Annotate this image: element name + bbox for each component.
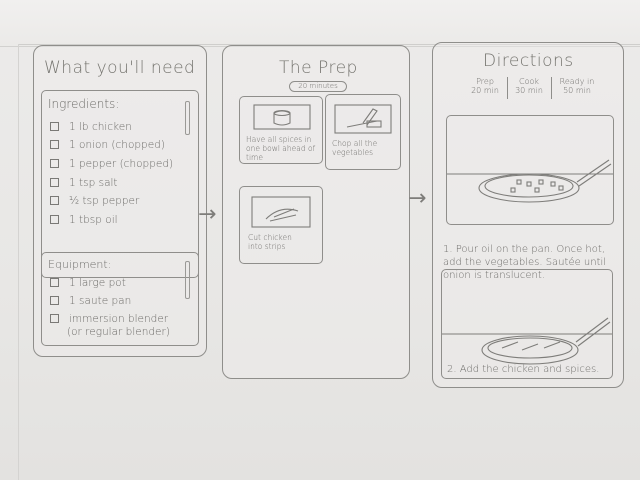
time-stats: Prep 20 min Cook 30 min Ready in 50 min: [467, 77, 617, 101]
checkbox[interactable]: [50, 214, 59, 224]
equipment-item[interactable]: 1 saute pan: [50, 295, 131, 307]
ingredient-item[interactable]: ½ tsp pepper: [50, 195, 139, 207]
checkbox[interactable]: [50, 121, 59, 131]
divider: [551, 77, 552, 99]
ingredients-card: Ingredients: 1 lb chicken 1 onion (chopp…: [41, 90, 199, 278]
screen-title: The Prep: [279, 58, 358, 78]
checkbox[interactable]: [50, 195, 59, 205]
screen-title: Directions: [483, 51, 574, 71]
prep-step-caption: Cut chicken into strips: [248, 233, 292, 251]
chicken-strips-icon: [251, 196, 311, 228]
ingredients-heading: Ingredients:: [48, 97, 120, 111]
equipment-scrollbar[interactable]: [185, 261, 190, 299]
paper-fold: [0, 0, 640, 47]
ingredient-item[interactable]: 1 tbsp oil: [50, 214, 118, 226]
prep-step-caption: Chop all the vegetables: [332, 139, 378, 157]
prep-step-caption: Have all spices in one bowl ahead of tim…: [246, 135, 316, 162]
direction-image-card: [446, 115, 614, 225]
direction-step: 2. Add the chicken and spices.: [447, 364, 600, 375]
screen-prep: The Prep 20 minutes Have all spices in o…: [222, 45, 410, 379]
prep-time-badge: 20 minutes: [289, 81, 347, 92]
checkbox[interactable]: [50, 139, 59, 149]
screen-what-you-need: What you'll need Ingredients: 1 lb chick…: [33, 45, 207, 357]
ingredient-item[interactable]: 1 onion (chopped): [50, 139, 165, 151]
ingredient-item[interactable]: 1 lb chicken: [50, 121, 132, 133]
checkbox[interactable]: [50, 295, 59, 305]
time-stat: Ready in 50 min: [559, 77, 595, 95]
ingredient-item[interactable]: 1 tsp salt: [50, 177, 118, 189]
checkbox[interactable]: [50, 177, 59, 187]
equipment-item-note: (or regular blender): [67, 326, 170, 338]
equipment-heading: Equipment:: [48, 258, 112, 271]
screen-title: What you'll need: [44, 58, 196, 78]
ingredients-scrollbar[interactable]: [185, 101, 190, 135]
equipment-item[interactable]: immersion blender: [50, 313, 168, 325]
equipment-card: Equipment: 1 large pot 1 saute pan immer…: [41, 252, 199, 346]
cutting-board-icon: [334, 104, 392, 134]
checkbox[interactable]: [50, 313, 59, 323]
ingredient-item[interactable]: 1 pepper (chopped): [50, 158, 173, 170]
checkbox[interactable]: [50, 158, 59, 168]
equipment-item[interactable]: 1 large pot: [50, 277, 126, 289]
screen-directions: Directions Prep 20 min Cook 30 min Ready…: [432, 42, 624, 388]
pan-with-chicken-icon: [442, 317, 612, 365]
arrow-icon: →: [408, 186, 427, 211]
direction-step: 1. Pour oil on the pan. Once hot, add th…: [443, 244, 607, 281]
prep-step-card[interactable]: Cut chicken into strips: [239, 186, 323, 264]
pot-icon: [253, 104, 311, 130]
time-stat: Prep 20 min: [471, 77, 499, 95]
checkbox[interactable]: [50, 277, 59, 287]
prep-step-card[interactable]: Have all spices in one bowl ahead of tim…: [239, 96, 323, 164]
pan-with-vegetables-icon: [447, 159, 613, 203]
sheet-left-edge: [18, 44, 19, 480]
arrow-icon: →: [198, 202, 217, 227]
time-stat: Cook 30 min: [515, 77, 543, 95]
prep-step-card[interactable]: Chop all the vegetables: [325, 94, 401, 170]
sheet-edge: [18, 44, 640, 45]
divider: [507, 77, 508, 99]
direction-image-card: [441, 269, 613, 379]
